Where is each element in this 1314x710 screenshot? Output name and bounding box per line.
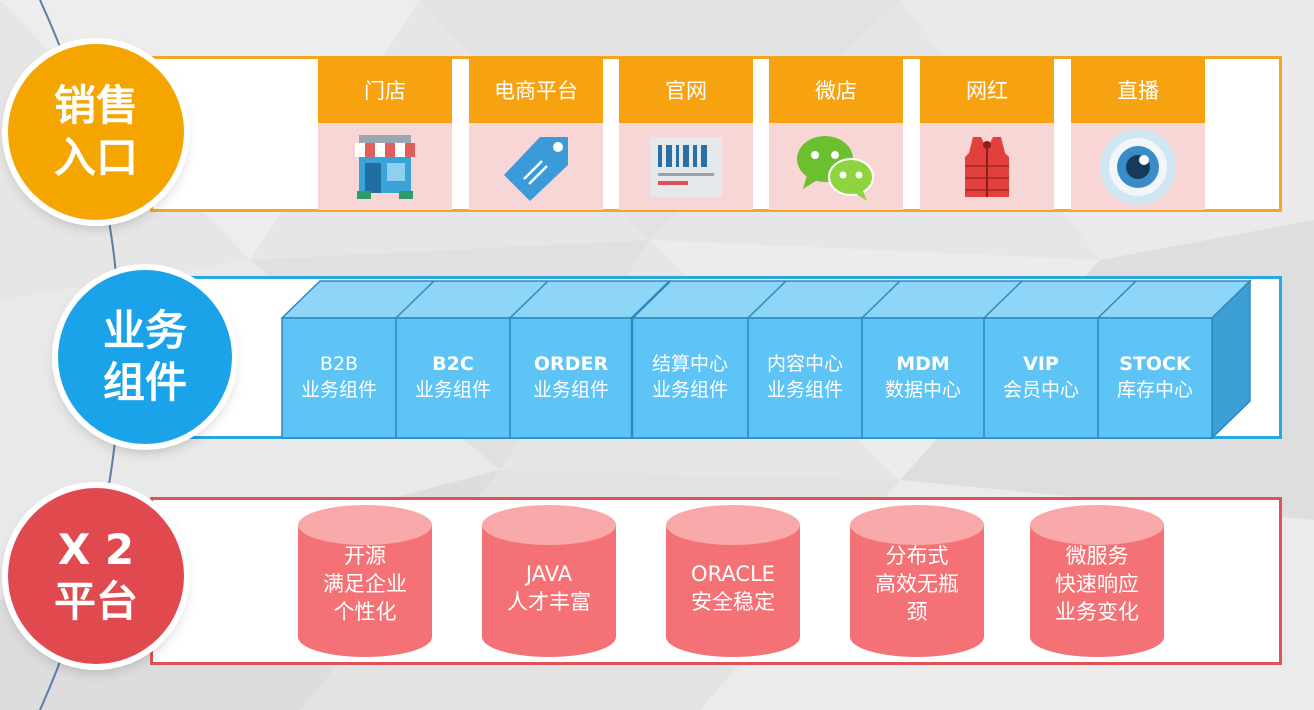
platform-distributed: 分布式 高效无瓶 颈 bbox=[850, 505, 984, 657]
vest-icon bbox=[965, 136, 1009, 197]
platform-java: JAVA 人才丰富 bbox=[482, 505, 616, 657]
platform-line: 开源 bbox=[344, 544, 386, 568]
platform-badge: X 2 平台 bbox=[8, 488, 184, 664]
platform-line: 高效无瓶 bbox=[875, 571, 959, 596]
platform-line: 颈 bbox=[906, 599, 928, 624]
component-name: ORDER bbox=[533, 353, 609, 376]
cylinder-shape bbox=[850, 505, 984, 657]
component-desc: 数据中心 bbox=[884, 379, 961, 401]
component-desc: 业务组件 bbox=[414, 379, 491, 401]
component-b2c: B2C 业务组件 bbox=[396, 318, 510, 438]
component-desc: 会员中心 bbox=[1002, 379, 1079, 401]
store-icon bbox=[355, 134, 415, 199]
price-tag-icon bbox=[504, 136, 568, 201]
platform-line: 人才丰富 bbox=[507, 589, 591, 614]
platform-open-source: 开源 满足企业 个性化 bbox=[298, 505, 432, 657]
platform-oracle: ORACLE 安全稳定 bbox=[666, 505, 800, 657]
sales-entry-badge: 销售 入口 bbox=[8, 44, 184, 220]
channel-wechat-shop: 微店 bbox=[769, 57, 903, 210]
platform-line: 安全稳定 bbox=[691, 589, 775, 614]
cylinder-shape bbox=[482, 505, 616, 657]
component-desc: 库存中心 bbox=[1116, 379, 1193, 401]
component-mdm: MDM 数据中心 bbox=[862, 318, 984, 438]
platform-line: JAVA bbox=[525, 562, 573, 586]
platform-line: ORACLE bbox=[691, 562, 775, 586]
component-desc: 业务组件 bbox=[651, 379, 728, 401]
channel-label: 官网 bbox=[619, 57, 753, 123]
eye-camera-icon bbox=[1100, 128, 1176, 205]
component-content: 内容中心 业务组件 bbox=[748, 318, 862, 438]
component-stock: STOCK 库存中心 bbox=[1098, 318, 1212, 438]
channel-label: 门店 bbox=[318, 57, 452, 123]
component-name: MDM bbox=[896, 353, 950, 376]
cylinder-shape bbox=[666, 505, 800, 657]
component-name: B2C bbox=[432, 353, 474, 376]
cylinder-shape bbox=[1030, 505, 1164, 657]
cylinder-shape bbox=[298, 505, 432, 657]
channel-livestream: 直播 bbox=[1071, 57, 1205, 210]
component-order: ORDER 业务组件 bbox=[510, 318, 632, 438]
sales-badge-line1: 销售 bbox=[53, 80, 138, 130]
plat-badge-line2: 平台 bbox=[53, 577, 138, 626]
channel-label: 网红 bbox=[920, 57, 1054, 123]
channel-label: 电商平台 bbox=[469, 57, 603, 123]
component-name: 结算中心 bbox=[651, 353, 728, 376]
channel-influencer: 网红 bbox=[920, 57, 1054, 210]
barcode-icon bbox=[650, 136, 722, 197]
channel-website: 官网 bbox=[619, 57, 753, 210]
component-settlement: 结算中心 业务组件 bbox=[632, 318, 748, 438]
platform-line: 微服务 bbox=[1065, 544, 1129, 568]
component-desc: 业务组件 bbox=[300, 379, 377, 401]
platform-line: 快速响应 bbox=[1055, 571, 1139, 596]
sales-badge-line2: 入口 bbox=[53, 133, 138, 182]
component-name: STOCK bbox=[1119, 353, 1191, 376]
biz-badge-line2: 组件 bbox=[102, 358, 187, 407]
component-vip: VIP 会员中心 bbox=[984, 318, 1098, 438]
platform-line: 满足企业 bbox=[323, 571, 407, 596]
channel-store: 门店 bbox=[318, 57, 452, 210]
component-name: B2B bbox=[319, 353, 359, 376]
channel-ecommerce: 电商平台 bbox=[469, 57, 603, 210]
component-name: 内容中心 bbox=[766, 353, 843, 376]
biz-badge-line1: 业务 bbox=[102, 305, 187, 355]
component-name: VIP bbox=[1023, 353, 1059, 376]
component-desc: 业务组件 bbox=[532, 379, 609, 401]
platform-line: 业务变化 bbox=[1055, 599, 1139, 624]
platform-line: 个性化 bbox=[333, 599, 397, 624]
component-desc: 业务组件 bbox=[766, 379, 843, 401]
platform-line: 分布式 bbox=[885, 544, 949, 568]
plat-badge-line1: X 2 bbox=[57, 524, 135, 574]
wechat-icon bbox=[797, 135, 874, 201]
component-b2b: B2B 业务组件 bbox=[282, 318, 396, 438]
channel-label: 直播 bbox=[1071, 57, 1205, 123]
channel-label: 微店 bbox=[769, 57, 903, 123]
business-components-badge: 业务 组件 bbox=[58, 270, 232, 444]
platform-microservice: 微服务 快速响应 业务变化 bbox=[1030, 505, 1164, 657]
